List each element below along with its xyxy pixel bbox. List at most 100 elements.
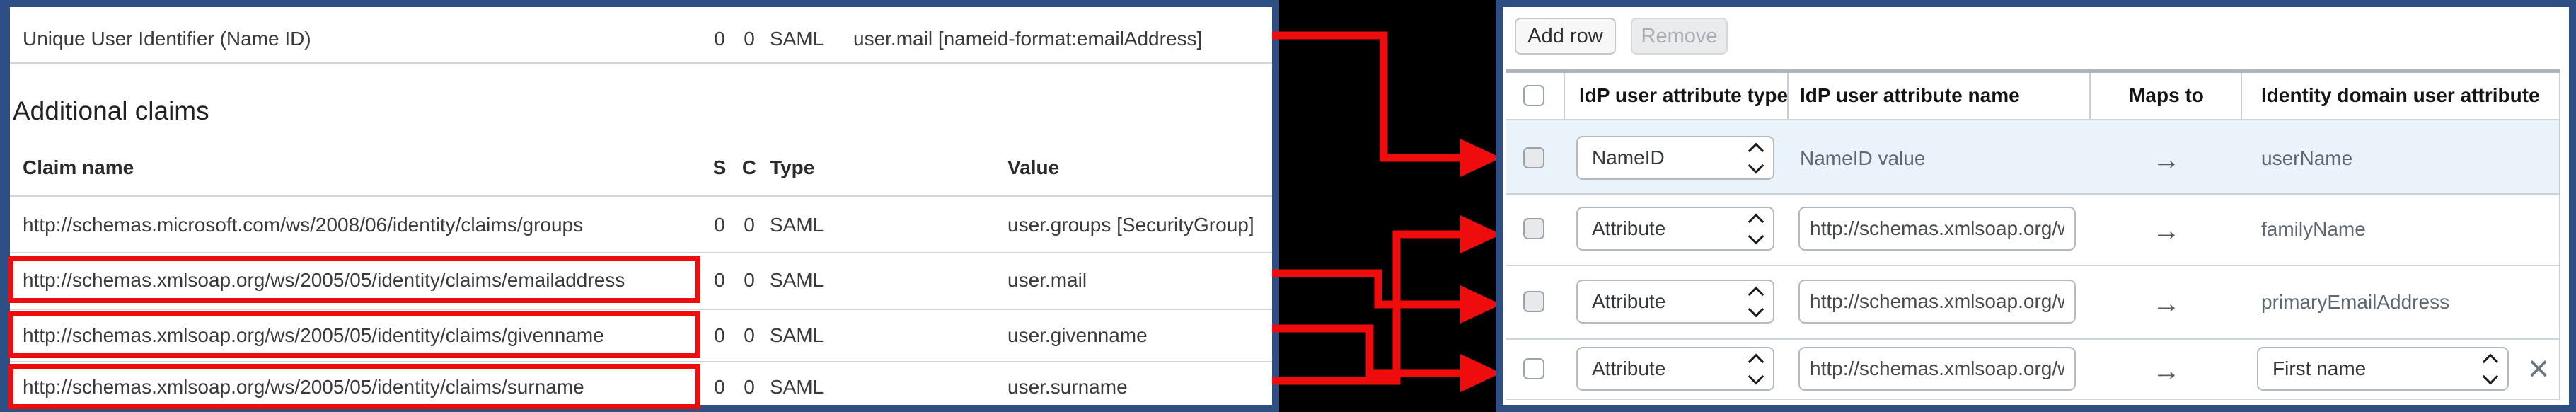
row-checkbox[interactable]	[1523, 218, 1544, 239]
red-highlight-box	[8, 311, 700, 358]
header-identity-attr: Identity domain user attribute	[2261, 84, 2540, 106]
table-bottom-border	[1506, 399, 2560, 400]
table-right-border	[2559, 73, 2560, 400]
close-icon[interactable]: ×	[2527, 348, 2550, 389]
red-highlight-box	[8, 364, 700, 409]
azure-claims-panel: Unique User Identifier (Name ID) 0 0 SAM…	[0, 0, 1279, 412]
claim-s-count: 0	[714, 28, 725, 50]
header-c: C	[741, 156, 757, 178]
identity-domain-mapping-panel: Add row Remove IdP user attribute type I…	[1496, 0, 2576, 412]
claim-row-givenname[interactable]: http://schemas.xmlsoap.org/ws/2005/05/id…	[8, 310, 1272, 361]
maps-to-arrow-icon: →	[2152, 215, 2181, 246]
divider	[10, 195, 1272, 197]
claim-value: user.groups [SecurityGroup]	[1007, 214, 1254, 236]
claim-c-count: 0	[744, 28, 755, 50]
claim-row-groups[interactable]: http://schemas.microsoft.com/ws/2008/06/…	[10, 200, 1272, 251]
idp-attr-name-text: NameID value	[1800, 147, 1926, 169]
arrowhead-icon	[1460, 354, 1501, 392]
idp-attr-type-select[interactable]: Attribute	[1576, 207, 1774, 251]
claim-type: SAML	[770, 28, 824, 50]
idp-attr-type-select[interactable]: NameID	[1576, 136, 1774, 180]
claim-type: SAML	[770, 269, 824, 291]
divider	[10, 62, 1272, 64]
claim-value: user.givenname	[1007, 324, 1148, 346]
arrow-email-to-row3	[1272, 269, 1463, 309]
select-value: Attribute	[1592, 290, 1666, 312]
select-stepper-icon	[2482, 353, 2499, 384]
select-stepper-icon	[1748, 142, 1764, 173]
row-divider	[1506, 265, 2560, 266]
additional-claims-title: Additional claims	[13, 96, 209, 125]
identity-attr-text: userName	[2261, 147, 2353, 169]
row-checkbox[interactable]	[1523, 358, 1544, 379]
identity-attr-select[interactable]: First name	[2257, 347, 2509, 391]
row-checkbox[interactable]	[1523, 291, 1544, 312]
idp-attr-type-select[interactable]: Attribute	[1576, 280, 1774, 324]
claim-value: user.surname	[1007, 376, 1128, 398]
arrowhead-icon	[1460, 285, 1501, 324]
add-row-button[interactable]: Add row	[1515, 18, 1616, 55]
claim-s-count: 0	[714, 214, 725, 236]
claim-c-count: 0	[744, 214, 755, 236]
arrowhead-icon	[1460, 215, 1501, 253]
divider	[10, 252, 1272, 253]
row-divider	[1506, 338, 2560, 340]
divider	[10, 309, 1272, 310]
column-divider	[2241, 73, 2242, 119]
red-highlight-box	[8, 256, 700, 303]
select-value: Attribute	[1592, 357, 1666, 379]
claim-row-surname[interactable]: http://schemas.xmlsoap.org/ws/2005/05/id…	[8, 364, 1272, 411]
arrow-nameid-to-row1	[1272, 31, 1463, 162]
select-stepper-icon	[1748, 286, 1764, 317]
idp-attr-name-input[interactable]	[1798, 347, 2076, 391]
remove-button[interactable]: Remove	[1631, 18, 1728, 55]
idp-attr-name-input[interactable]	[1798, 280, 2076, 324]
select-stepper-icon	[1748, 213, 1764, 244]
arrow-given-to-row4	[1272, 324, 1463, 377]
select-value: Attribute	[1592, 217, 1666, 239]
claim-name: http://schemas.xmlsoap.org/ws/2005/05/id…	[23, 269, 625, 291]
select-all-checkbox[interactable]	[1523, 85, 1544, 106]
claim-c-count: 0	[744, 376, 755, 398]
header-type: Type	[770, 156, 815, 178]
maps-to-arrow-icon: →	[2152, 144, 2181, 176]
select-value: First name	[2272, 357, 2367, 379]
claim-name: http://schemas.xmlsoap.org/ws/2005/05/id…	[23, 376, 584, 398]
header-maps-to: Maps to	[2129, 84, 2204, 106]
header-s: S	[712, 156, 727, 178]
column-divider	[1564, 73, 1565, 119]
header-idp-attr-name: IdP user attribute name	[1800, 84, 2020, 106]
arrow-surname-to-row2	[1272, 230, 1463, 385]
claims-table-header: Claim name S C Type Value	[10, 146, 1272, 190]
idp-attr-name-input[interactable]	[1798, 207, 2076, 251]
claim-type: SAML	[770, 324, 824, 346]
claim-name: Unique User Identifier (Name ID)	[23, 28, 311, 50]
row-divider	[1506, 119, 2560, 120]
select-value: NameID	[1592, 147, 1665, 168]
maps-to-arrow-icon: →	[2152, 288, 2181, 319]
table-top-border	[1506, 69, 2560, 73]
row-checkbox[interactable]	[1523, 147, 1544, 168]
claim-value: user.mail	[1007, 269, 1087, 291]
select-stepper-icon	[1748, 353, 1764, 384]
header-idp-attr-type: IdP user attribute type	[1579, 84, 1789, 106]
nameid-claim-row[interactable]: Unique User Identifier (Name ID) 0 0 SAM…	[10, 16, 1272, 62]
arrowhead-icon	[1460, 139, 1501, 177]
idp-attr-type-select[interactable]: Attribute	[1576, 347, 1774, 391]
claim-type: SAML	[770, 214, 824, 236]
claim-row-emailaddress[interactable]: http://schemas.xmlsoap.org/ws/2005/05/id…	[8, 255, 1272, 306]
column-divider	[2089, 73, 2091, 119]
divider	[10, 361, 1272, 362]
row-divider	[1506, 193, 2560, 195]
header-claim-name: Claim name	[23, 156, 134, 178]
claim-name: http://schemas.microsoft.com/ws/2008/06/…	[23, 214, 584, 236]
claim-c-count: 0	[744, 324, 755, 346]
identity-attr-text: primaryEmailAddress	[2261, 291, 2450, 313]
claim-s-count: 0	[714, 324, 725, 346]
claim-s-count: 0	[714, 376, 725, 398]
column-divider	[1787, 73, 1789, 119]
claim-value: user.mail [nameid-format:emailAddress]	[853, 28, 1203, 50]
claim-type: SAML	[770, 376, 824, 398]
